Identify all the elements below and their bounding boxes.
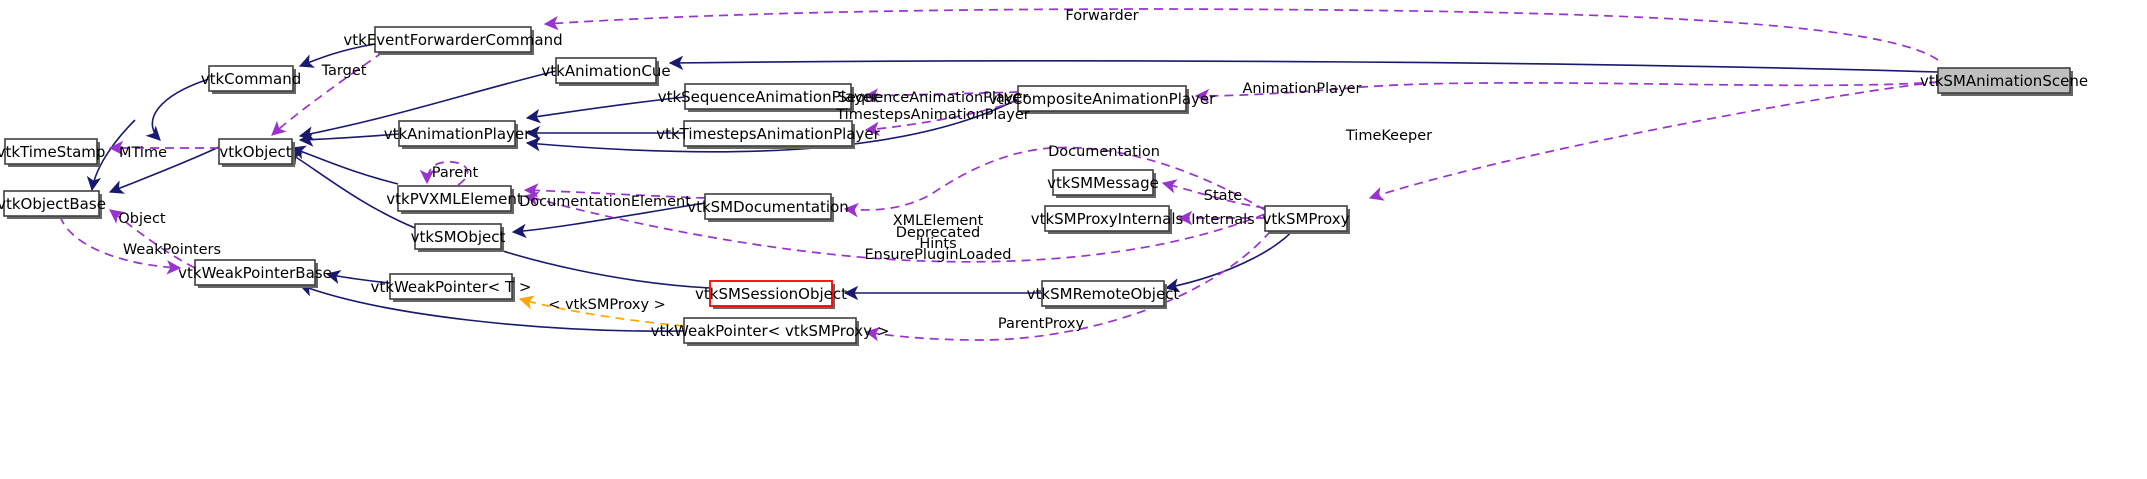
node-vtkSequenceAnimationPlayer[interactable]: vtkSequenceAnimationPlayer (658, 83, 879, 112)
usage-edges (59, 8, 1939, 342)
edge-smobject-to-object (286, 151, 416, 229)
edge-animationplayer-usage (1194, 81, 1939, 104)
node-vtkCommand[interactable]: vtkCommand (201, 65, 302, 94)
node-rect[interactable] (4, 138, 98, 165)
node-rect[interactable] (555, 57, 657, 84)
edge-target (271, 51, 384, 136)
edge-label-hints: Hints (919, 236, 956, 252)
edge-documentationelement (523, 183, 706, 199)
edge-label-vtksmproxy-template: < vtkSMProxy > (548, 297, 666, 313)
node-rect[interactable] (709, 280, 833, 307)
edge-label-parentproxy: ParentProxy (998, 316, 1085, 332)
node-vtkEventForwarderCommand[interactable]: vtkEventForwarderCommand (343, 26, 563, 55)
node-vtkObjectBase[interactable]: vtkObjectBase (0, 190, 106, 219)
edge-parentproxy (864, 218, 1281, 342)
node-vtkSMObject[interactable]: vtkSMObject (411, 223, 506, 252)
node-rect[interactable] (704, 193, 832, 220)
node-rect[interactable] (1937, 67, 2071, 94)
node-vtkSMAnimationScene[interactable]: vtkSMAnimationScene (1920, 67, 2088, 96)
edge-label-internals: Internals (1191, 212, 1254, 228)
node-rect[interactable] (208, 65, 294, 92)
edge-timestepsanimationplayer-usage (864, 99, 1019, 136)
edge-documentation (843, 146, 1266, 218)
node-vtkSMMessage[interactable]: vtkSMMessage (1047, 169, 1159, 198)
edge-label-xmlelement: XMLElement (893, 213, 984, 229)
edge-label-timekeeper: TimeKeeper (1345, 128, 1432, 144)
node-vtkPVXMLElement[interactable]: vtkPVXMLElement (386, 185, 523, 214)
node-vtkWeakPointerT[interactable]: vtkWeakPointer< T > (371, 273, 532, 302)
node-rect[interactable] (374, 26, 532, 53)
nodes-layer: vtkEventForwarderCommand vtkCommand vtkAni… (0, 26, 2088, 346)
node-rect[interactable] (684, 83, 852, 110)
edge-sequenceanimationplayer-usage (863, 88, 1019, 103)
template-edges (518, 295, 685, 327)
node-vtkSMRemoteObject[interactable]: vtkSMRemoteObject (1027, 280, 1180, 309)
node-rect[interactable] (683, 317, 857, 344)
node-vtkSMProxy[interactable]: vtkSMProxy (1263, 205, 1351, 234)
node-vtkSMProxyInternals[interactable]: vtkSMProxyInternals (1031, 205, 1184, 234)
edge-label-parent: Parent (432, 165, 479, 181)
node-rect[interactable] (1017, 85, 1187, 112)
node-rect[interactable] (398, 120, 516, 147)
node-rect[interactable] (1264, 205, 1348, 232)
edge-label-forwarder: Forwarder (1065, 8, 1138, 24)
node-rect[interactable] (1041, 280, 1165, 307)
node-vtkTimeStamp[interactable]: vtkTimeStamp (0, 138, 105, 167)
node-vtkAnimationPlayer[interactable]: vtkAnimationPlayer (384, 120, 531, 149)
edge-sequenceplayer-to-animationplayer (525, 96, 686, 124)
node-rect[interactable] (397, 185, 512, 212)
node-vtkCompositeAnimationPlayer[interactable]: vtkCompositeAnimationPlayer (989, 85, 1216, 114)
edge-vtksmproxy-template (518, 295, 685, 327)
edge-label-documentation: Documentation (1048, 144, 1160, 160)
edge-label-weakpointers: WeakPointers (123, 242, 221, 258)
edge-compositeplayer-to-animationplayer (525, 98, 1019, 153)
edge-timestamp-curve (86, 119, 136, 192)
edge-timekeeper (1368, 81, 1939, 201)
edge-weakpointert-to-weakpointerbase (325, 269, 391, 284)
node-rect[interactable] (218, 138, 293, 165)
edge-object-to-objectbase (108, 146, 220, 194)
node-vtkTimestepsAnimationPlayer[interactable]: vtkTimestepsAnimationPlayer (656, 120, 881, 149)
edge-smanimationscene-to-animationcue (668, 55, 1939, 73)
node-vtkSMSessionObject[interactable]: vtkSMSessionObject (695, 280, 847, 309)
inheritance-edges (86, 43, 1939, 332)
node-vtkAnimationCue[interactable]: vtkAnimationCue (541, 57, 671, 86)
node-rect[interactable] (1044, 205, 1170, 232)
edge-animationcue-to-object (298, 70, 557, 141)
edge-eventforwarder-to-command (298, 43, 376, 68)
edge-forwarder (543, 8, 1939, 61)
edge-label-state: State (1204, 188, 1242, 204)
node-rect[interactable] (389, 273, 513, 300)
node-rect[interactable] (414, 223, 502, 250)
edge-object-usage (109, 209, 196, 269)
node-vtkSMDocumentation[interactable]: vtkSMDocumentation (687, 193, 849, 222)
edge-pvxmlelement-to-object (290, 145, 399, 185)
edge-parent-selfloop (419, 161, 469, 186)
node-vtkWeakPointerSMProxy[interactable]: vtkWeakPointer< vtkSMProxy > (651, 317, 890, 346)
edge-command-to-object (145, 78, 210, 141)
node-rect[interactable] (194, 259, 316, 286)
node-rect[interactable] (683, 120, 853, 147)
node-vtkWeakPointerBase[interactable]: vtkWeakPointerBase (178, 259, 332, 288)
edge-label-documentationelement: DocumentationElement (519, 194, 691, 210)
node-rect[interactable] (1052, 169, 1154, 196)
edge-weakpointers (59, 215, 182, 275)
node-rect[interactable] (3, 190, 100, 217)
edge-state (1161, 179, 1266, 209)
node-vtkObject[interactable]: vtkObject (218, 138, 295, 167)
edge-smdocumentation-to-smobject (511, 202, 706, 239)
edge-animationplayer-to-object (298, 132, 400, 147)
edge-label-object: Object (118, 211, 166, 227)
edge-weakpointersmproxy-to-weakpointerbase (298, 282, 685, 332)
edge-label-timestepsanimationplayer: TimestepsAnimationPlayer (835, 107, 1029, 123)
edge-label-target: Target (321, 63, 367, 79)
edge-label-deprecated: Deprecated (896, 225, 981, 241)
edge-xmlelement-group (523, 191, 1266, 263)
